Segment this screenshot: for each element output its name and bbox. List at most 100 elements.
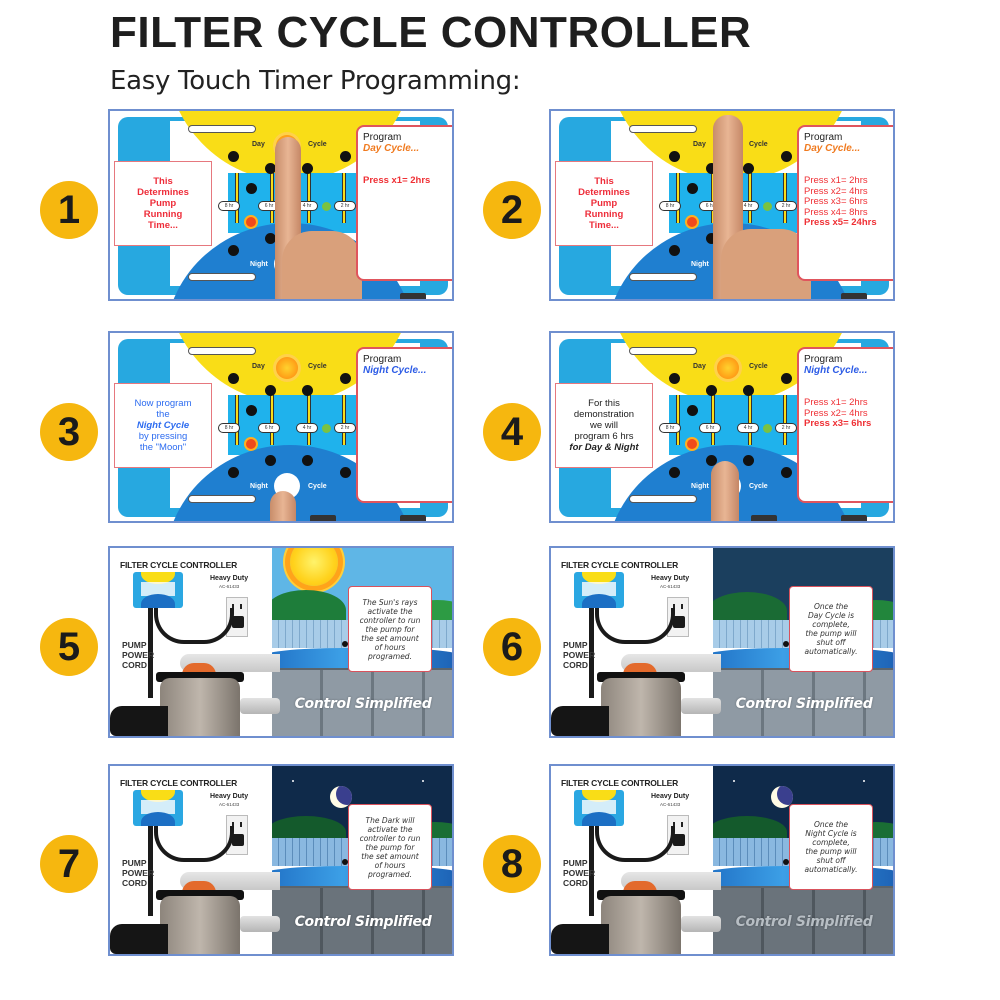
- program-label: Program: [363, 354, 402, 365]
- scene-title: FILTER CYCLE CONTROLLER: [561, 778, 679, 788]
- indicator-led-green: [322, 202, 331, 211]
- scene-title: FILTER CYCLE CONTROLLER: [120, 778, 238, 788]
- indicator-dot: [743, 163, 754, 174]
- scene-callout: The Sun's rays activate the controller t…: [348, 586, 432, 672]
- step-badge-2: 2: [483, 181, 541, 239]
- pool-wall: [272, 670, 452, 736]
- indicator-dot: [743, 385, 754, 396]
- callout-line: of hours: [374, 860, 406, 870]
- sun-button[interactable]: [717, 357, 739, 379]
- program-callout: Program Night Cycle... Press x1= 2hrs Pr…: [797, 347, 893, 503]
- callout-line: the set amount: [361, 633, 419, 643]
- press-list: Press x1= 2hrs: [363, 175, 452, 187]
- label-line: POWER: [563, 650, 596, 660]
- divider: [676, 173, 680, 223]
- cable-port: [400, 293, 426, 299]
- pool-wall: [272, 888, 452, 954]
- cycle-label-day: Cycle: [308, 363, 327, 370]
- indicator-dot: [706, 233, 717, 244]
- model-code: AC-61433: [218, 584, 240, 589]
- hour-pill: 8 hr: [659, 423, 681, 433]
- press-line: Press x2= 4hrs: [804, 185, 868, 197]
- pump-power-cord-label: PUMP POWER CORD: [122, 640, 154, 670]
- indicator-dot: [228, 245, 239, 256]
- callout-line: complete,: [812, 838, 850, 847]
- label-line: PUMP: [122, 858, 147, 868]
- callout-line: activate the: [367, 606, 413, 616]
- pump-motor: [110, 924, 168, 954]
- night-label: Night: [691, 261, 709, 268]
- indicator-dot: [340, 373, 351, 384]
- pool-scene: Control Simplified The Sun's rays activa…: [272, 548, 452, 736]
- indicator-dot: [246, 405, 257, 416]
- callout-line: Day Cycle is: [807, 611, 855, 620]
- indicator-dot: [228, 151, 239, 162]
- pool-scene: Control Simplified The Dark will activat…: [272, 766, 452, 954]
- finger-icon: [711, 461, 739, 521]
- indicator-dot: [669, 245, 680, 256]
- pump-motor: [110, 706, 168, 736]
- moon-icon: [771, 786, 793, 808]
- outlet-icon: [226, 815, 248, 855]
- indicator-dot: [687, 405, 698, 416]
- indicator-led: [687, 439, 697, 449]
- indicator-dot: [265, 455, 276, 466]
- callout-line: we will: [590, 420, 618, 431]
- callout-line: Determines: [578, 187, 630, 198]
- page-subtitle: Easy Touch Timer Programming:: [110, 66, 521, 96]
- press-line: Press x3= 6hrs: [804, 196, 868, 207]
- divider: [307, 395, 311, 445]
- callout-line: controller to run: [359, 833, 421, 843]
- pump-power-cord-label: PUMP POWER CORD: [122, 858, 154, 888]
- callout-line: demonstration: [573, 409, 635, 420]
- pump-motor: [551, 706, 609, 736]
- tagline: Control Simplified: [735, 696, 873, 712]
- callout-line: of hours: [374, 642, 406, 652]
- divider: [342, 395, 346, 445]
- indicator-dot: [340, 151, 351, 162]
- hour-pill: 4 hr: [737, 423, 759, 433]
- hour-pill: 6 hr: [699, 423, 721, 433]
- callout-line: Once the: [813, 820, 849, 829]
- left-callout: Now program the Night Cycle by pressing …: [114, 383, 212, 468]
- scene-callout: Once the Night Cycle is complete, the pu…: [789, 804, 873, 890]
- finger-icon: [270, 491, 296, 521]
- day-caption: [188, 125, 256, 133]
- callout-line: Pump: [149, 198, 177, 209]
- sun-button[interactable]: [276, 357, 298, 379]
- cycle-label: Night Cycle...: [363, 365, 427, 376]
- scene-title: FILTER CYCLE CONTROLLER: [561, 560, 679, 570]
- callout-line: the: [156, 409, 170, 420]
- cycle-label-day: Cycle: [749, 141, 768, 148]
- callout-line: programed.: [368, 869, 412, 879]
- hour-pill: 2 hr: [775, 423, 797, 433]
- press-line: Press x2= 4hrs: [804, 407, 868, 419]
- press-line: Press x5= 24hrs: [804, 217, 877, 228]
- hour-pill: 6 hr: [258, 423, 280, 433]
- indicator-dot: [246, 183, 257, 194]
- label-line: CORD: [563, 878, 589, 888]
- program-callout: Program Day Cycle... Press x1= 2hrs Pres…: [797, 125, 893, 281]
- day-caption: [629, 125, 697, 133]
- mini-controller-icon: [133, 790, 183, 826]
- pool-wall: [713, 670, 893, 736]
- program-label: Program: [363, 132, 402, 143]
- indicator-dot: [669, 467, 680, 478]
- cycle-label-day: Cycle: [308, 141, 327, 148]
- star-icon: [733, 780, 735, 782]
- page-title: FILTER CYCLE CONTROLLER: [110, 8, 752, 57]
- indicator-led: [246, 439, 256, 449]
- pump-outlet-pipe: [240, 698, 280, 714]
- callout-line: This: [153, 176, 173, 187]
- tagline: Control Simplified: [294, 914, 432, 930]
- pump-lid: [156, 672, 244, 682]
- divider: [711, 395, 715, 445]
- press-line: Press x4= 8hrs: [804, 206, 868, 218]
- indicator-led: [246, 217, 256, 227]
- day-label: Day: [693, 363, 706, 370]
- tagline: Control Simplified: [294, 696, 432, 712]
- step-badge-4: 4: [483, 403, 541, 461]
- callout-line: the pump for: [365, 624, 415, 634]
- callout-line: shut off: [816, 638, 846, 647]
